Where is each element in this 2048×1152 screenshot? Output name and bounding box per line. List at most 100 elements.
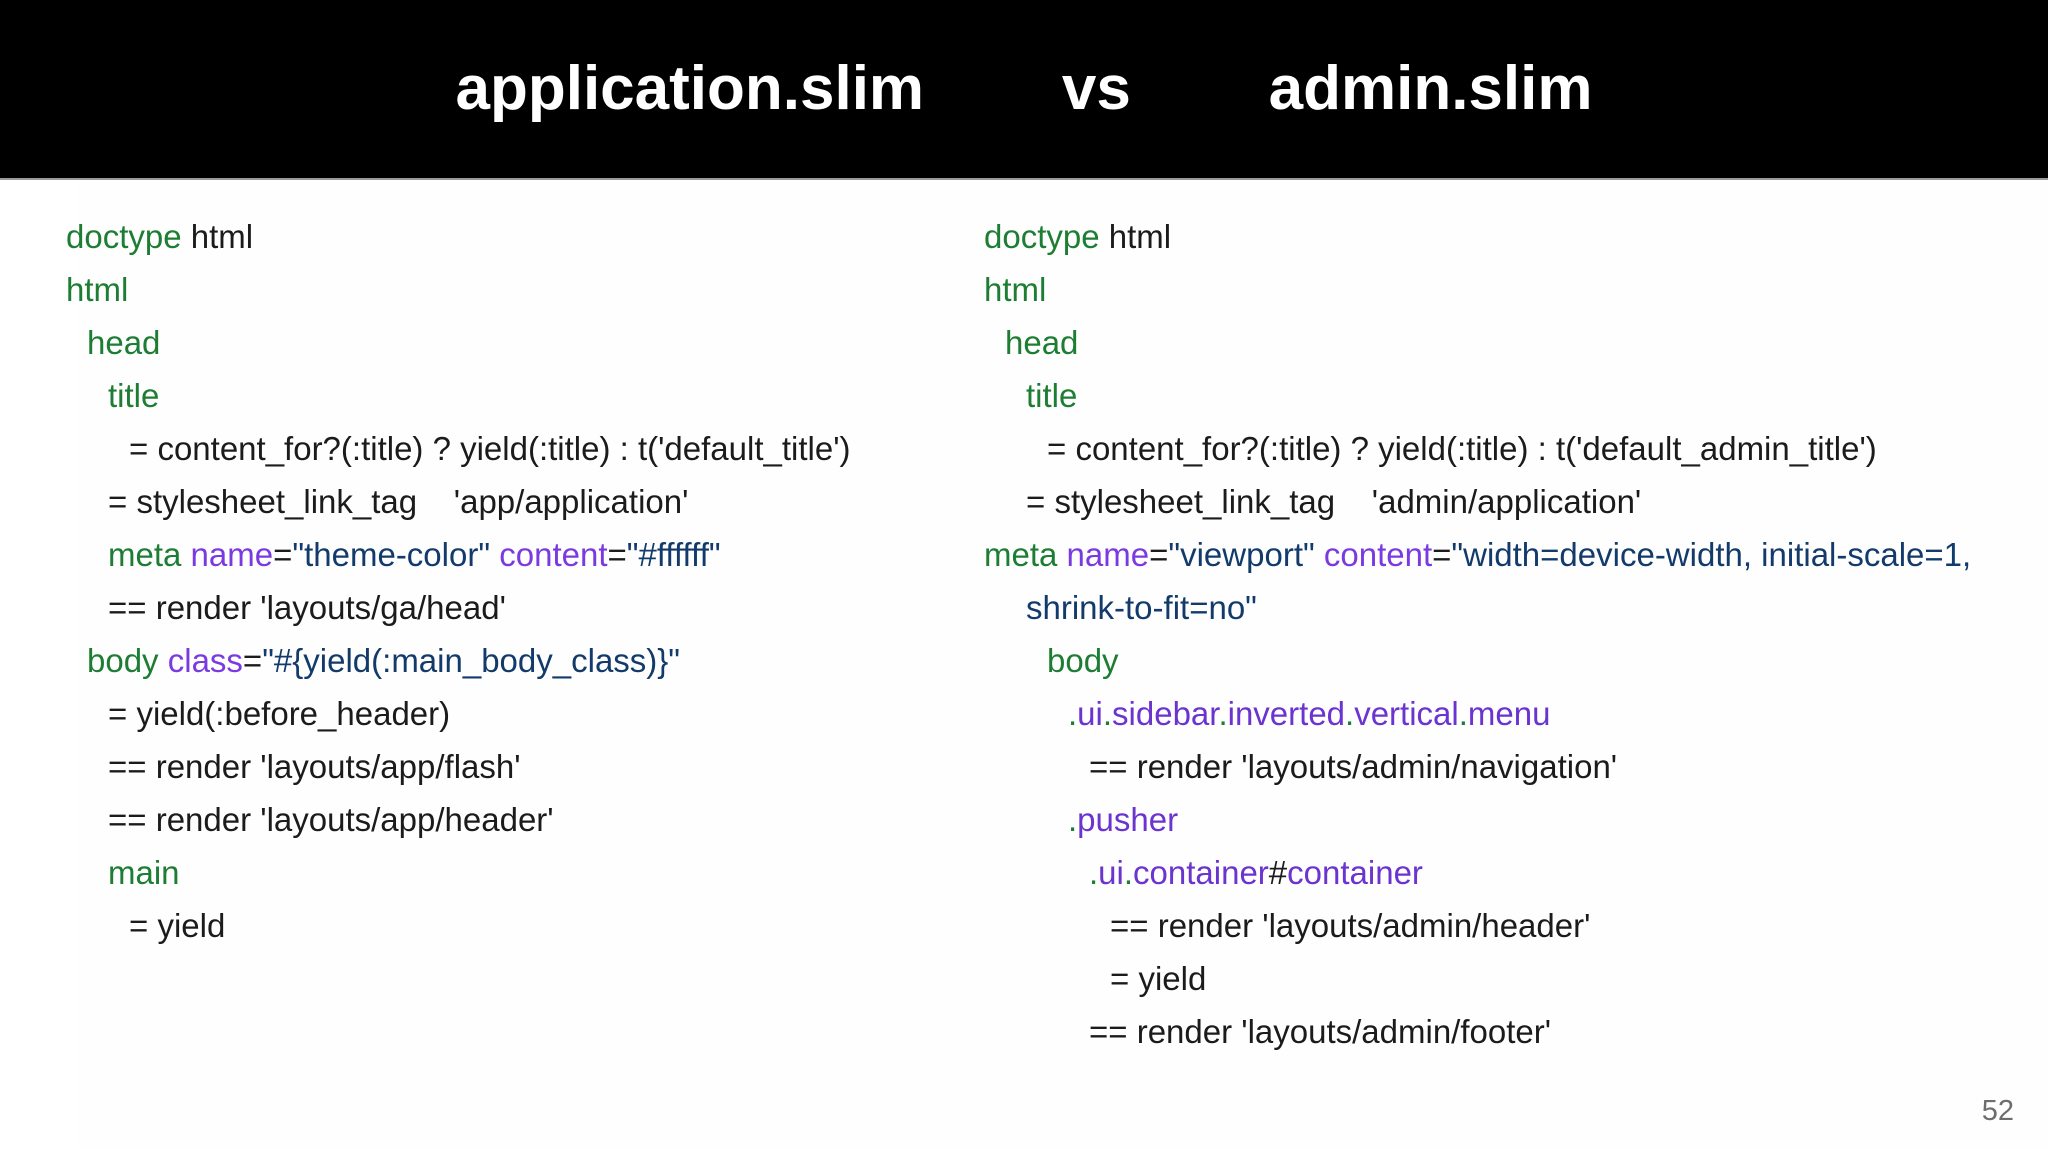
code-token-tag: html bbox=[984, 271, 1047, 308]
code-token-tag: main bbox=[108, 854, 180, 891]
slide-header-banner: application.slim vs admin.slim bbox=[0, 0, 2048, 180]
code-token-class: sidebar bbox=[1112, 695, 1219, 732]
code-token-plain: = bbox=[1149, 536, 1169, 573]
code-token-plain: = content_for?(:title) ? yield(:title) :… bbox=[1047, 430, 1877, 467]
code-token-hash: # bbox=[1268, 854, 1288, 891]
code-token-tag: meta bbox=[108, 536, 191, 573]
code-token-plain: = bbox=[242, 642, 263, 679]
code-token-plain: = bbox=[273, 536, 293, 573]
code-token-dot: . bbox=[1068, 695, 1078, 732]
code-token-str: "#{yield(:main_body_class)}" bbox=[262, 642, 681, 679]
code-token-dot: . bbox=[1458, 695, 1468, 732]
code-token-plain: = yield(:before_header) bbox=[108, 695, 451, 732]
admin-slim-line: .pusher bbox=[984, 793, 2024, 846]
code-token-plain: == render 'layouts/admin/footer' bbox=[1089, 1013, 1552, 1050]
application-slim-line: title bbox=[66, 369, 946, 422]
code-token-tag: meta bbox=[984, 536, 1067, 573]
code-token-plain: == render 'layouts/admin/navigation' bbox=[1089, 748, 1618, 785]
code-token-tag: title bbox=[108, 377, 160, 414]
admin-slim-line: title bbox=[984, 369, 2024, 422]
application-slim-line: = content_for?(:title) ? yield(:title) :… bbox=[66, 422, 946, 475]
code-token-class: container bbox=[1133, 854, 1269, 891]
admin-slim-line: == render 'layouts/admin/header' bbox=[984, 899, 2024, 952]
admin-slim-line: body bbox=[984, 634, 2024, 687]
page-number: 52 bbox=[1981, 1095, 2014, 1127]
code-token-tag: doctype bbox=[66, 218, 182, 255]
code-token-plain: = bbox=[1432, 536, 1452, 573]
code-token-plain: = stylesheet_link_tag 'admin/application… bbox=[1026, 483, 1642, 520]
admin-slim-line: = yield bbox=[984, 952, 2024, 1005]
admin-slim-line: meta name="viewport" content="width=devi… bbox=[984, 528, 2024, 634]
code-token-plain: = bbox=[607, 536, 627, 573]
code-token-attr: content bbox=[499, 536, 608, 573]
code-token-plain: = yield bbox=[1110, 960, 1207, 997]
admin-slim-line: .ui.container#container bbox=[984, 846, 2024, 899]
code-token-str: "viewport" bbox=[1168, 536, 1315, 573]
application-slim-line: == render 'layouts/app/flash' bbox=[66, 740, 946, 793]
admin-slim-line: == render 'layouts/admin/footer' bbox=[984, 1005, 2024, 1058]
admin-slim-line: html bbox=[984, 263, 2024, 316]
code-token-plain: = stylesheet_link_tag 'app/application' bbox=[108, 483, 689, 520]
admin-slim-line: = content_for?(:title) ? yield(:title) :… bbox=[984, 422, 2024, 475]
code-token-attr: name bbox=[1066, 536, 1150, 573]
code-token-attr: content bbox=[1323, 536, 1433, 573]
code-token-dot: . bbox=[1345, 695, 1355, 732]
code-token-class: inverted bbox=[1227, 695, 1346, 732]
application-slim-line: head bbox=[66, 316, 946, 369]
code-token-tag: body bbox=[1047, 642, 1119, 679]
code-token-class: menu bbox=[1467, 695, 1551, 732]
code-token-dot: . bbox=[1089, 854, 1099, 891]
code-token-str: "#ffffff" bbox=[626, 536, 721, 573]
code-token-dot: . bbox=[1123, 854, 1134, 891]
code-token-str: "theme-color" bbox=[292, 536, 491, 573]
admin-slim-line: doctype html bbox=[984, 210, 2024, 263]
code-token-tag: head bbox=[87, 324, 161, 361]
code-token-tag: title bbox=[1026, 377, 1078, 414]
application-slim-line: = stylesheet_link_tag 'app/application' bbox=[66, 475, 946, 528]
application-slim-line: html bbox=[66, 263, 946, 316]
application-slim-line: meta name="theme-color" content="#ffffff… bbox=[66, 528, 946, 581]
code-token-plain bbox=[490, 536, 499, 573]
admin-slim-line: head bbox=[984, 316, 2024, 369]
application-slim-line: doctype html bbox=[66, 210, 946, 263]
code-token-dot: . bbox=[1218, 695, 1228, 732]
code-token-str: "width=device-width, initial-scale=1, sh… bbox=[1026, 536, 1981, 626]
code-token-plain: html bbox=[181, 218, 254, 255]
application-slim-line: = yield bbox=[66, 899, 946, 952]
code-token-attr: class bbox=[167, 642, 243, 679]
code-token-class: ui bbox=[1098, 854, 1124, 891]
code-token-tag: doctype bbox=[984, 218, 1100, 255]
code-token-dot: . bbox=[1068, 801, 1078, 838]
application-slim-line: == render 'layouts/ga/head' bbox=[66, 581, 946, 634]
admin-slim-line: == render 'layouts/admin/navigation' bbox=[984, 740, 2024, 793]
code-token-class: ui bbox=[1077, 695, 1103, 732]
code-token-plain: = content_for?(:title) ? yield(:title) :… bbox=[129, 430, 851, 467]
code-token-class: pusher bbox=[1077, 801, 1179, 838]
code-token-plain: = yield bbox=[129, 907, 226, 944]
admin-slim-line: .ui.sidebar.inverted.vertical.menu bbox=[984, 687, 2024, 740]
code-token-class: container bbox=[1287, 854, 1423, 891]
code-token-attr: name bbox=[190, 536, 274, 573]
code-token-plain: html bbox=[1099, 218, 1172, 255]
code-token-plain: == render 'layouts/ga/head' bbox=[108, 589, 506, 626]
code-token-dot: . bbox=[1102, 695, 1113, 732]
code-token-tag: head bbox=[1005, 324, 1079, 361]
code-token-tag: html bbox=[66, 271, 129, 308]
code-token-plain: == render 'layouts/app/flash' bbox=[108, 748, 521, 785]
content-plate bbox=[78, 180, 2048, 1150]
application-slim-line: = yield(:before_header) bbox=[66, 687, 946, 740]
code-token-plain: == render 'layouts/app/header' bbox=[108, 801, 554, 838]
code-token-plain bbox=[1315, 536, 1324, 573]
code-token-tag: body bbox=[87, 642, 168, 679]
code-token-plain: == render 'layouts/admin/header' bbox=[1110, 907, 1591, 944]
slide-title: application.slim vs admin.slim bbox=[455, 54, 1593, 123]
code-token-class: vertical bbox=[1354, 695, 1459, 732]
application-slim-line: main bbox=[66, 846, 946, 899]
admin-slim-line: = stylesheet_link_tag 'admin/application… bbox=[984, 475, 2024, 528]
application-slim-line: body class="#{yield(:main_body_class)}" bbox=[66, 634, 946, 687]
application-slim-line: == render 'layouts/app/header' bbox=[66, 793, 946, 846]
